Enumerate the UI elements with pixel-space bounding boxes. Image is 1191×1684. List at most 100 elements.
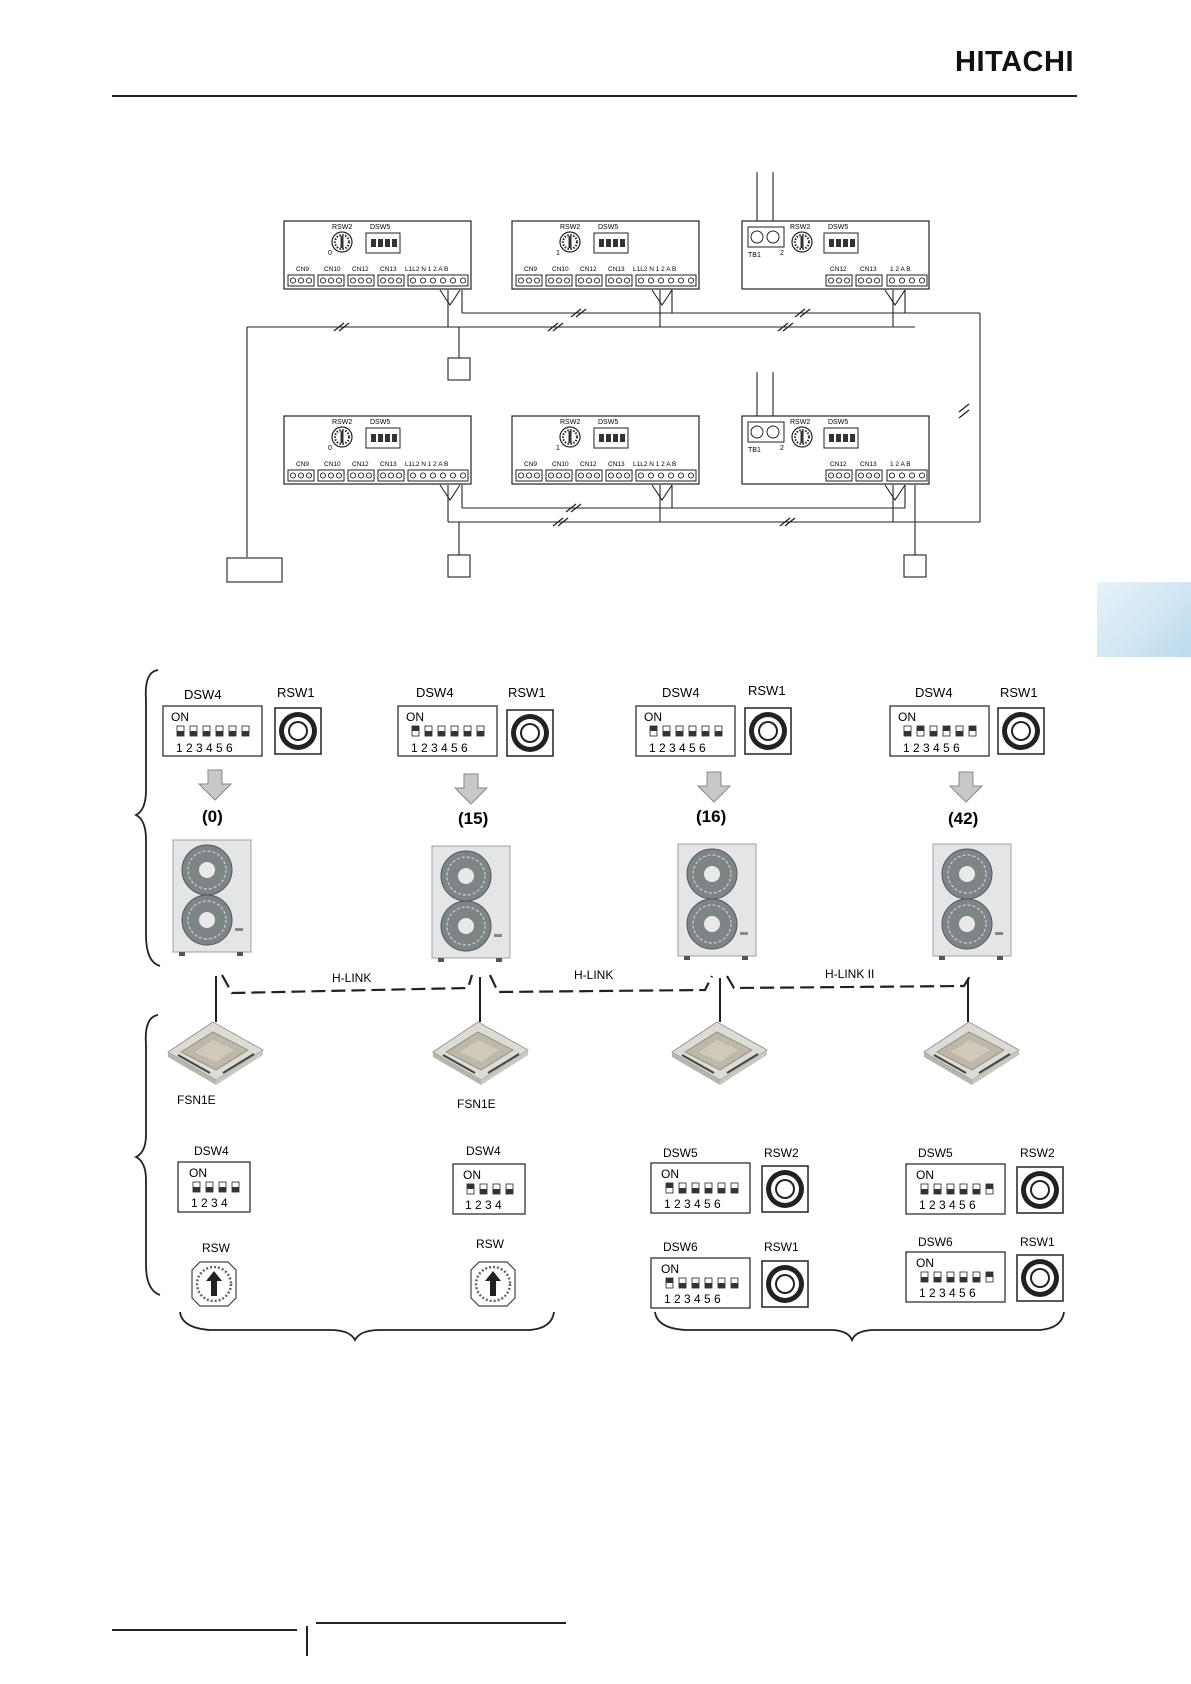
svg-text:RSW1: RSW1 [1020,1235,1055,1249]
svg-text:DSW4: DSW4 [416,685,454,700]
svg-text:1 2 3 4 5 6: 1 2 3 4 5 6 [903,741,960,755]
svg-text:2: 2 [780,250,784,257]
indoor-switches-3: DSW5 RSW2 ON 1 2 3 4 5 6 DSW6 RSW1 ON 1 … [650,1146,809,1309]
svg-text:CN13: CN13 [860,461,877,468]
svg-text:ON: ON [171,710,189,724]
svg-text:1 2 3 4: 1 2 3 4 [465,1198,502,1212]
svg-text:ON: ON [916,1256,934,1270]
indoor-switches-4: DSW5 RSW2 ON 1 2 3 4 5 6 DSW6 RSW1 ON 1 … [905,1146,1064,1303]
header-rule [112,95,1077,97]
svg-text:CN9: CN9 [524,461,537,468]
h-link-label: H-LINK [574,968,613,982]
pcb-panel: RSW2 DSW5 1 CN9 CN10 CN12 CN13 L1L2 N 1 … [511,220,700,290]
svg-text:0: 0 [328,445,332,452]
svg-text:1 2 3 4 5 6: 1 2 3 4 5 6 [664,1197,721,1211]
outdoor-unit-4: DSW4 RSW1 ON 1 2 3 4 5 6 (42) [889,685,1045,961]
svg-text:CN10: CN10 [552,266,569,273]
pcb-wiring-section [246,172,981,557]
svg-text:(16): (16) [696,807,726,826]
svg-text:L1L2 N 1 2 A B: L1L2 N 1 2 A B [405,266,448,273]
svg-text:L1L2 N 1 2 A B: L1L2 N 1 2 A B [405,461,448,468]
svg-text:(15): (15) [458,809,488,828]
pcb-panel: RSW2 DSW5 0 CN9 CN10 CN12 CN13 L1L2 N 1 … [283,415,472,485]
svg-text:DSW5: DSW5 [598,419,618,426]
svg-text:RSW: RSW [202,1241,231,1255]
svg-text:DSW5: DSW5 [598,224,618,231]
indoor-cassette-3 [671,1021,768,1086]
bottom-brace-right [654,1311,1065,1343]
svg-text:CN9: CN9 [524,266,537,273]
svg-text:RSW2: RSW2 [1020,1146,1055,1160]
svg-text:RSW1: RSW1 [764,1240,799,1254]
svg-text:DSW4: DSW4 [194,1144,229,1158]
indoor-cassette-2 [432,1021,529,1086]
outdoor-unit-2: DSW4 RSW1 ON 1 2 3 4 5 6 (15) [397,685,554,963]
svg-text:DSW4: DSW4 [915,685,953,700]
svg-text:DSW5: DSW5 [370,224,390,231]
indoor-switches-2: DSW4 ON 1 2 3 4 RSW [452,1144,526,1308]
svg-text:CN12: CN12 [580,461,597,468]
svg-text:ON: ON [661,1262,679,1276]
svg-text:CN9: CN9 [296,461,309,468]
svg-text:0: 0 [328,250,332,257]
svg-text:CN12: CN12 [352,266,369,273]
svg-text:CN13: CN13 [860,266,877,273]
svg-text:1 2 A B: 1 2 A B [890,266,911,273]
outdoor-unit-1: DSW4 RSW1 ON 1 2 3 4 5 6 (0) [162,685,322,957]
svg-text:1 2 3 4 5 6: 1 2 3 4 5 6 [664,1292,721,1306]
footer-rule [112,1629,297,1631]
svg-text:L1L2 N 1 2 A B: L1L2 N 1 2 A B [633,461,676,468]
svg-text:ON: ON [661,1167,679,1181]
indoor-switches-1: DSW4 ON 1 2 3 4 RSW [177,1144,251,1308]
svg-text:CN13: CN13 [380,461,397,468]
svg-text:ON: ON [463,1168,481,1182]
terminal-box [447,554,471,578]
svg-text:CN13: CN13 [380,266,397,273]
svg-text:RSW1: RSW1 [508,685,546,700]
svg-text:CN12: CN12 [830,461,847,468]
pcb-panel: RSW2 DSW5 1 CN9 CN10 CN12 CN13 L1L2 N 1 … [511,415,700,485]
svg-text:RSW2: RSW2 [560,419,580,426]
section-tab [1097,582,1191,657]
svg-text:ON: ON [898,710,916,724]
svg-text:RSW2: RSW2 [332,224,352,231]
svg-text:L1L2 N 1 2 A B: L1L2 N 1 2 A B [633,266,676,273]
svg-text:RSW2: RSW2 [790,224,810,231]
svg-text:DSW4: DSW4 [662,685,700,700]
svg-text:1 2 3 4 5 6: 1 2 3 4 5 6 [919,1286,976,1300]
svg-text:(42): (42) [948,809,978,828]
svg-text:CN12: CN12 [580,266,597,273]
svg-text:RSW1: RSW1 [277,685,315,700]
svg-text:ON: ON [189,1166,207,1180]
svg-text:DSW6: DSW6 [663,1240,698,1254]
svg-text:DSW4: DSW4 [184,687,222,702]
svg-text:RSW2: RSW2 [790,419,810,426]
h-link-label: H-LINK II [825,967,874,981]
svg-text:TB1: TB1 [748,447,761,454]
svg-text:CN9: CN9 [296,266,309,273]
h-link-label: H-LINK [332,971,371,985]
bottom-brace-left [179,1311,555,1343]
terminal-box [903,554,927,578]
pcb-panel: TB1 RSW2 DSW5 2 CN12 CN13 1 2 A B [741,220,930,290]
svg-text:1 2 3 4 5 6: 1 2 3 4 5 6 [176,741,233,755]
indoor-model-label: FSN1E [177,1093,216,1107]
svg-text:DSW5: DSW5 [663,1146,698,1160]
svg-text:CN10: CN10 [552,461,569,468]
central-controller-box [226,557,283,583]
terminal-box [447,357,471,381]
svg-text:(0): (0) [202,807,223,826]
svg-text:1: 1 [556,445,560,452]
svg-text:CN12: CN12 [830,266,847,273]
outdoor-unit-3: DSW4 RSW1 ON 1 2 3 4 5 6 (16) [635,683,792,961]
svg-text:CN12: CN12 [352,461,369,468]
svg-text:DSW6: DSW6 [918,1235,953,1249]
svg-text:RSW1: RSW1 [748,683,786,698]
outdoor-brace [133,669,161,967]
svg-text:RSW: RSW [476,1237,505,1251]
svg-text:RSW2: RSW2 [764,1146,799,1160]
svg-text:1 2 A B: 1 2 A B [890,461,911,468]
svg-text:1 2 3 4: 1 2 3 4 [191,1196,228,1210]
svg-text:2: 2 [780,445,784,452]
